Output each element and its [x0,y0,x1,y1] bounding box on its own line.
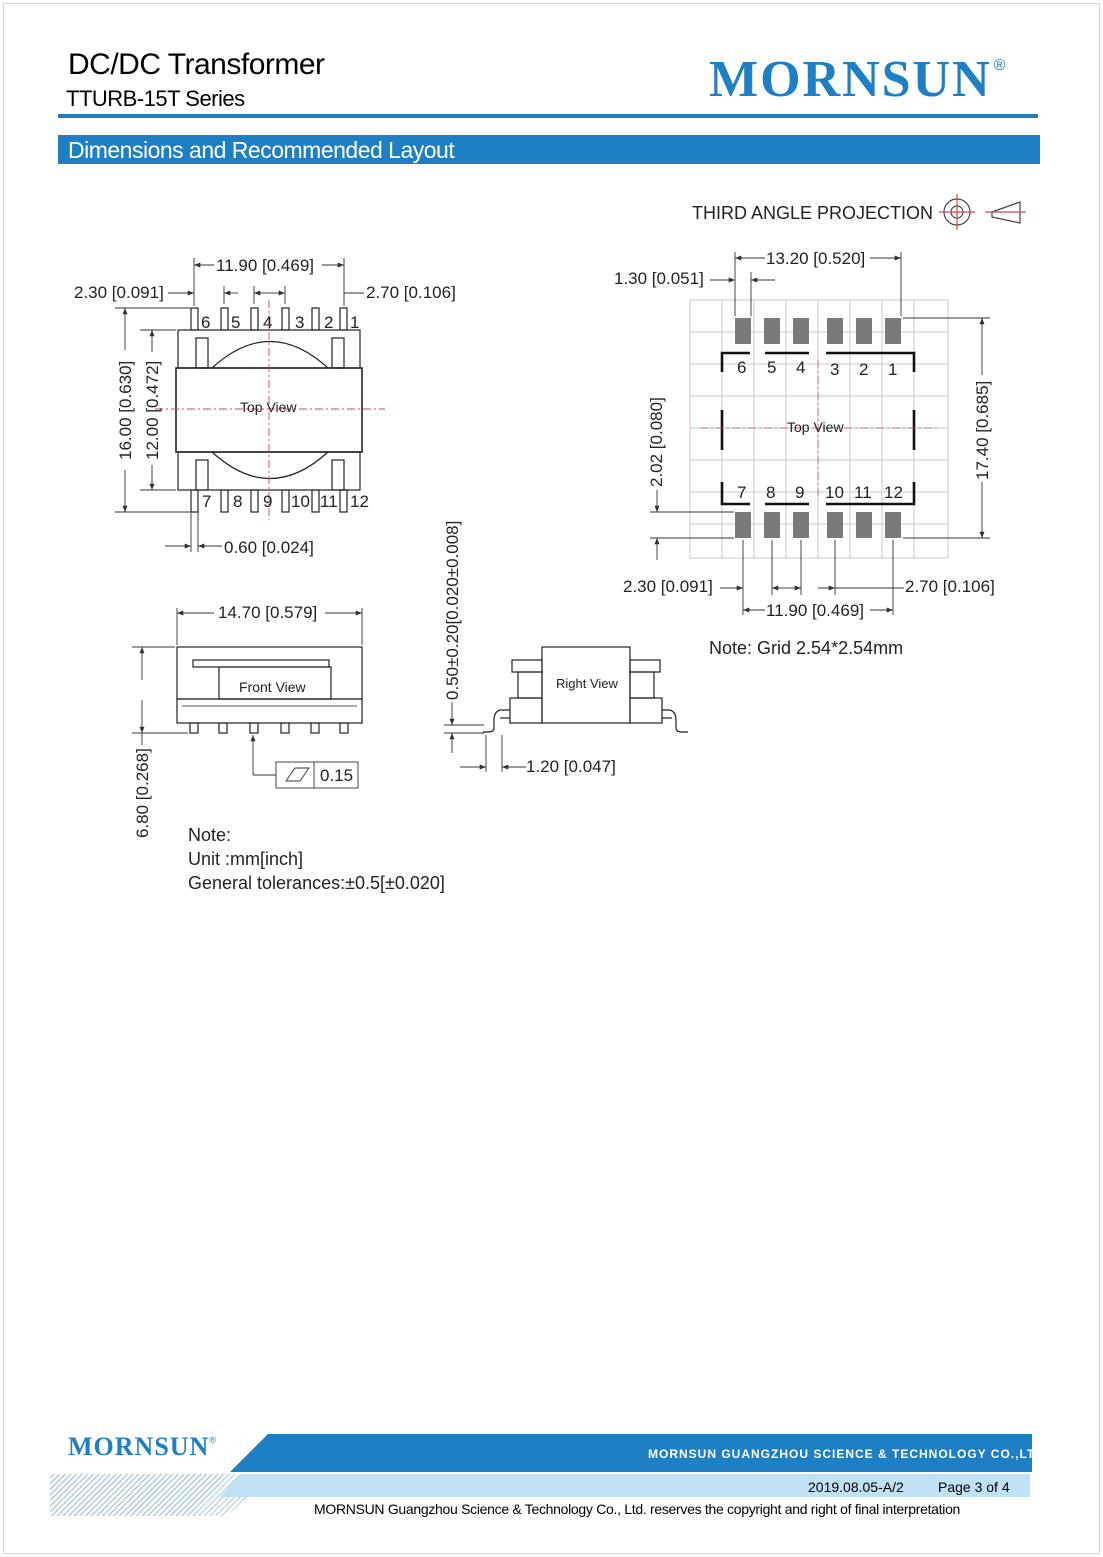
front-view-label: Front View [239,679,307,695]
section-title: Dimensions and Recommended Layout [68,137,455,163]
pin-label: 7 [202,492,211,511]
dim-right-foot: 1.20 [0.047] [526,757,616,776]
footer-registered-mark: ® [209,1435,217,1445]
dim-top-pitch-span: 11.90 [0.469] [216,256,314,275]
layout-outline [720,351,916,506]
grid-note: Note: Grid 2.54*2.54mm [709,638,903,658]
page [3,3,1100,1554]
top-view-drawing [155,300,385,520]
pin-label: 11 [320,492,338,511]
top-view-pin-labels-bottom: 7 8 9 10 11 12 [202,492,369,511]
pin-label: 6 [737,358,746,377]
layout-pads-bottom [735,512,901,538]
pin-label: 1 [888,360,897,379]
dim-layout-pad-length: 2.02 [0.080] [647,397,666,487]
header-rule [58,114,1038,118]
pin-label: 10 [291,492,310,511]
pin-label: 1 [350,313,359,332]
front-view-drawing [176,646,363,734]
pad [827,318,843,344]
pin-label: 7 [737,483,746,502]
document-series: TTURB-15T Series [66,86,245,111]
document-title: DC/DC Transformer [68,48,325,81]
pin-label: 2 [859,360,868,379]
right-view-drawing [483,646,688,733]
top-view-pin-labels-top: 6 5 4 3 2 1 [201,313,359,332]
pad [735,512,751,538]
footer-copyright: MORNSUN Guangzhou Science & Technology C… [314,1501,961,1517]
dim-top-height-body: 12.00 [0.472] [143,361,162,460]
top-view-dimension-lines [115,258,364,552]
layout-center-lines [700,360,940,500]
dim-layout-height: 17.40 [0.685] [973,381,992,480]
pin-label: 6 [201,313,210,332]
front-view-dimension-lines [132,608,363,789]
dim-top-height-total: 16.00 [0.630] [116,361,135,460]
pin-label: 5 [767,358,776,377]
pad [885,318,901,344]
pad [793,318,809,344]
pin-label: 9 [263,492,272,511]
pin-label: 9 [795,483,804,502]
dim-layout-left-offset: 2.30 [0.091] [623,577,713,596]
registered-mark: ® [993,57,1008,74]
layout-pin-labels-bottom: 7 8 9 10 11 12 [737,483,903,502]
brand-logo: MORNSUN® [709,50,1007,109]
pad [764,512,780,538]
projection-label: THIRD ANGLE PROJECTION [692,203,933,223]
dim-front-width: 14.70 [0.579] [218,603,317,622]
pin-label: 4 [263,313,272,332]
brand-logo-text: MORNSUN [709,51,992,108]
notes-tolerance: General tolerances:±0.5[±0.020] [188,873,445,893]
pin-label: 12 [884,483,903,502]
top-view-label: Top View [240,399,297,415]
pin-label: 8 [766,483,775,502]
footer-company-name: MORNSUN GUANGZHOU SCIENCE & TECHNOLOGY C… [648,1447,1050,1461]
pad [764,318,780,344]
pad [856,512,872,538]
pad [885,512,901,538]
pad [827,512,843,538]
pin-label: 10 [825,483,844,502]
dim-layout-pitch-span: 11.90 [0.469] [766,601,864,620]
dim-top-left-offset: 2.30 [0.091] [74,283,164,302]
footer-brand-text: MORNSUN [68,1432,210,1461]
layout-pads-top [735,318,901,344]
section-bar [58,135,1040,164]
flatness-value: 0.15 [320,766,353,785]
dim-top-pin-width: 0.60 [0.024] [224,538,314,557]
dim-layout-span: 13.20 [0.520] [766,249,865,268]
footer-revision: 2019.08.05-A/2 [808,1479,904,1495]
layout-top-view-label: Top View [787,419,844,435]
dim-front-height: 6.80 [0.268] [133,748,152,838]
footer-page-number: Page 3 of 4 [938,1479,1010,1495]
pin-label: 11 [854,483,872,502]
layout-dimension-lines [650,252,990,615]
pin-label: 3 [295,313,304,332]
right-view-label: Right View [556,676,619,691]
pad [735,318,751,344]
pin-label: 4 [796,358,805,377]
general-notes: Note: Unit :mm[inch] General tolerances:… [188,823,445,895]
pin-label: 8 [233,492,242,511]
dim-layout-right-offset: 2.70 [0.106] [905,577,995,596]
notes-heading: Note: [188,825,232,845]
footer-brand-logo: MORNSUN® [68,1432,217,1462]
projection-symbol-icon [939,194,1026,230]
layout-pin-labels-top: 6 5 4 3 2 1 [737,358,897,379]
dim-right-thickness: 0.50±0.20[0.020±0.008] [443,521,462,700]
right-view-dimension-lines [444,702,526,772]
notes-unit: Unit :mm[inch] [188,849,304,869]
dim-top-right-offset: 2.70 [0.106] [366,283,456,302]
pad [793,512,809,538]
pin-label: 3 [830,360,839,379]
pin-label: 5 [231,313,240,332]
dim-layout-pad-width: 1.30 [0.051] [614,269,704,288]
pad [856,318,872,344]
pin-label: 12 [350,492,369,511]
pin-label: 2 [324,313,333,332]
